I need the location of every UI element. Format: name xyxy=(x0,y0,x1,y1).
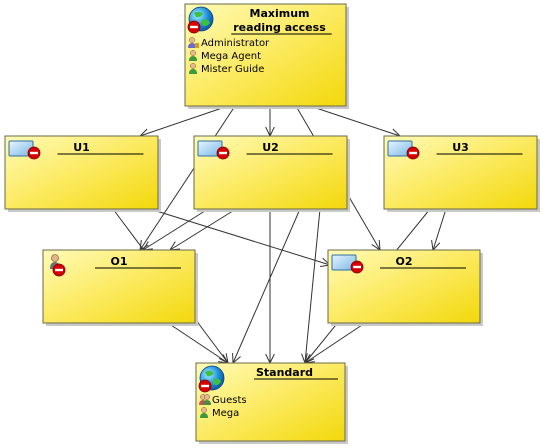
globe-no-entry-icon xyxy=(198,365,225,393)
connector-arrow xyxy=(142,208,209,251)
monitor-no-entry-icon xyxy=(8,140,41,160)
node-box xyxy=(184,3,347,107)
monitor-no-entry-icon xyxy=(387,140,420,160)
monitor-no-entry-icon xyxy=(197,140,230,160)
user-icon xyxy=(189,63,197,74)
connector-arrow xyxy=(169,208,237,251)
member-item[interactable]: Mega Agent xyxy=(189,50,261,62)
node-title: O2 xyxy=(395,255,412,268)
connector-arrow xyxy=(232,208,301,365)
group-icon xyxy=(199,394,211,405)
user-icon xyxy=(200,407,208,418)
node-box xyxy=(42,249,196,324)
member-item[interactable]: Mega xyxy=(200,407,239,419)
connector-arrow xyxy=(265,106,275,138)
node-title: Standard xyxy=(256,366,313,379)
role-node-o1[interactable]: O1 xyxy=(42,249,198,326)
node-title: U3 xyxy=(452,141,469,154)
member-label: Mister Guide xyxy=(201,64,264,75)
member-item[interactable]: Mister Guide xyxy=(189,63,264,75)
member-label: Guests xyxy=(212,395,247,406)
connector-arrow xyxy=(304,322,366,364)
node-title: U1 xyxy=(73,141,90,154)
connector-arrow xyxy=(309,105,402,138)
node-title: U2 xyxy=(262,141,279,154)
monitor-no-entry-icon xyxy=(331,254,364,274)
connector-arrow xyxy=(167,322,229,364)
role-node-u3[interactable]: U3 xyxy=(383,135,540,212)
globe-no-entry-icon xyxy=(187,6,214,34)
member-item[interactable]: Administrator xyxy=(188,37,270,49)
user-icon xyxy=(189,50,197,61)
member-label: Mega Agent xyxy=(201,51,261,62)
member-item[interactable]: Guests xyxy=(199,394,247,406)
connector-arrow xyxy=(431,208,447,252)
role-node-u2[interactable]: U2 xyxy=(193,135,350,212)
member-label: Mega xyxy=(212,408,239,419)
connector-arrow xyxy=(138,105,229,138)
member-label: Administrator xyxy=(201,38,270,49)
role-node-o2[interactable]: O2 xyxy=(327,249,483,326)
person-no-entry-icon xyxy=(50,254,66,277)
admin-user-icon xyxy=(188,37,199,48)
node-title: reading access xyxy=(233,21,326,34)
node-title: O1 xyxy=(110,255,127,268)
node-title: Maximum xyxy=(250,7,310,20)
role-node-u1[interactable]: U1 xyxy=(4,135,161,212)
connector-arrow xyxy=(301,208,321,365)
